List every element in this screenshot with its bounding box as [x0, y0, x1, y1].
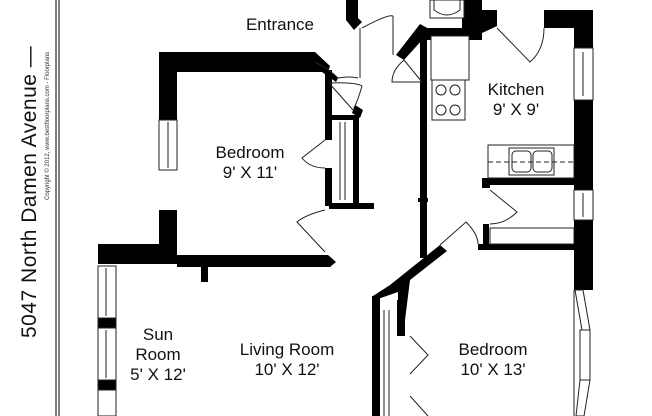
room-name: Bedroom — [458, 340, 528, 359]
fixtures — [429, 0, 575, 245]
room-label-living-room: Living Room 10' X 12' — [222, 340, 352, 380]
room-label-sunroom: Sun Room 5' X 12' — [118, 325, 198, 385]
walls — [98, 0, 593, 416]
room-name-line2: Room — [135, 345, 181, 364]
room-name: Living Room — [239, 340, 335, 359]
room-name: Entrance — [245, 15, 315, 34]
room-name: Bedroom — [215, 143, 285, 162]
room-name: Kitchen — [487, 80, 545, 99]
doors — [296, 15, 545, 416]
room-label-entrance: Entrance — [220, 15, 340, 35]
border-lines — [55, 0, 60, 416]
windows — [97, 47, 594, 416]
room-label-bedroom-1: Bedroom 9' X 11' — [195, 143, 305, 183]
room-name-line1: Sun — [142, 325, 174, 344]
room-dims: 9' X 9' — [492, 100, 540, 119]
room-dims: 5' X 12' — [130, 365, 186, 384]
room-label-kitchen: Kitchen 9' X 9' — [466, 80, 566, 120]
room-dims: 9' X 11' — [222, 163, 278, 182]
room-dims: 10' X 13' — [460, 360, 526, 379]
room-dims: 10' X 12' — [254, 360, 320, 379]
room-label-bedroom-2: Bedroom 10' X 13' — [438, 340, 548, 380]
